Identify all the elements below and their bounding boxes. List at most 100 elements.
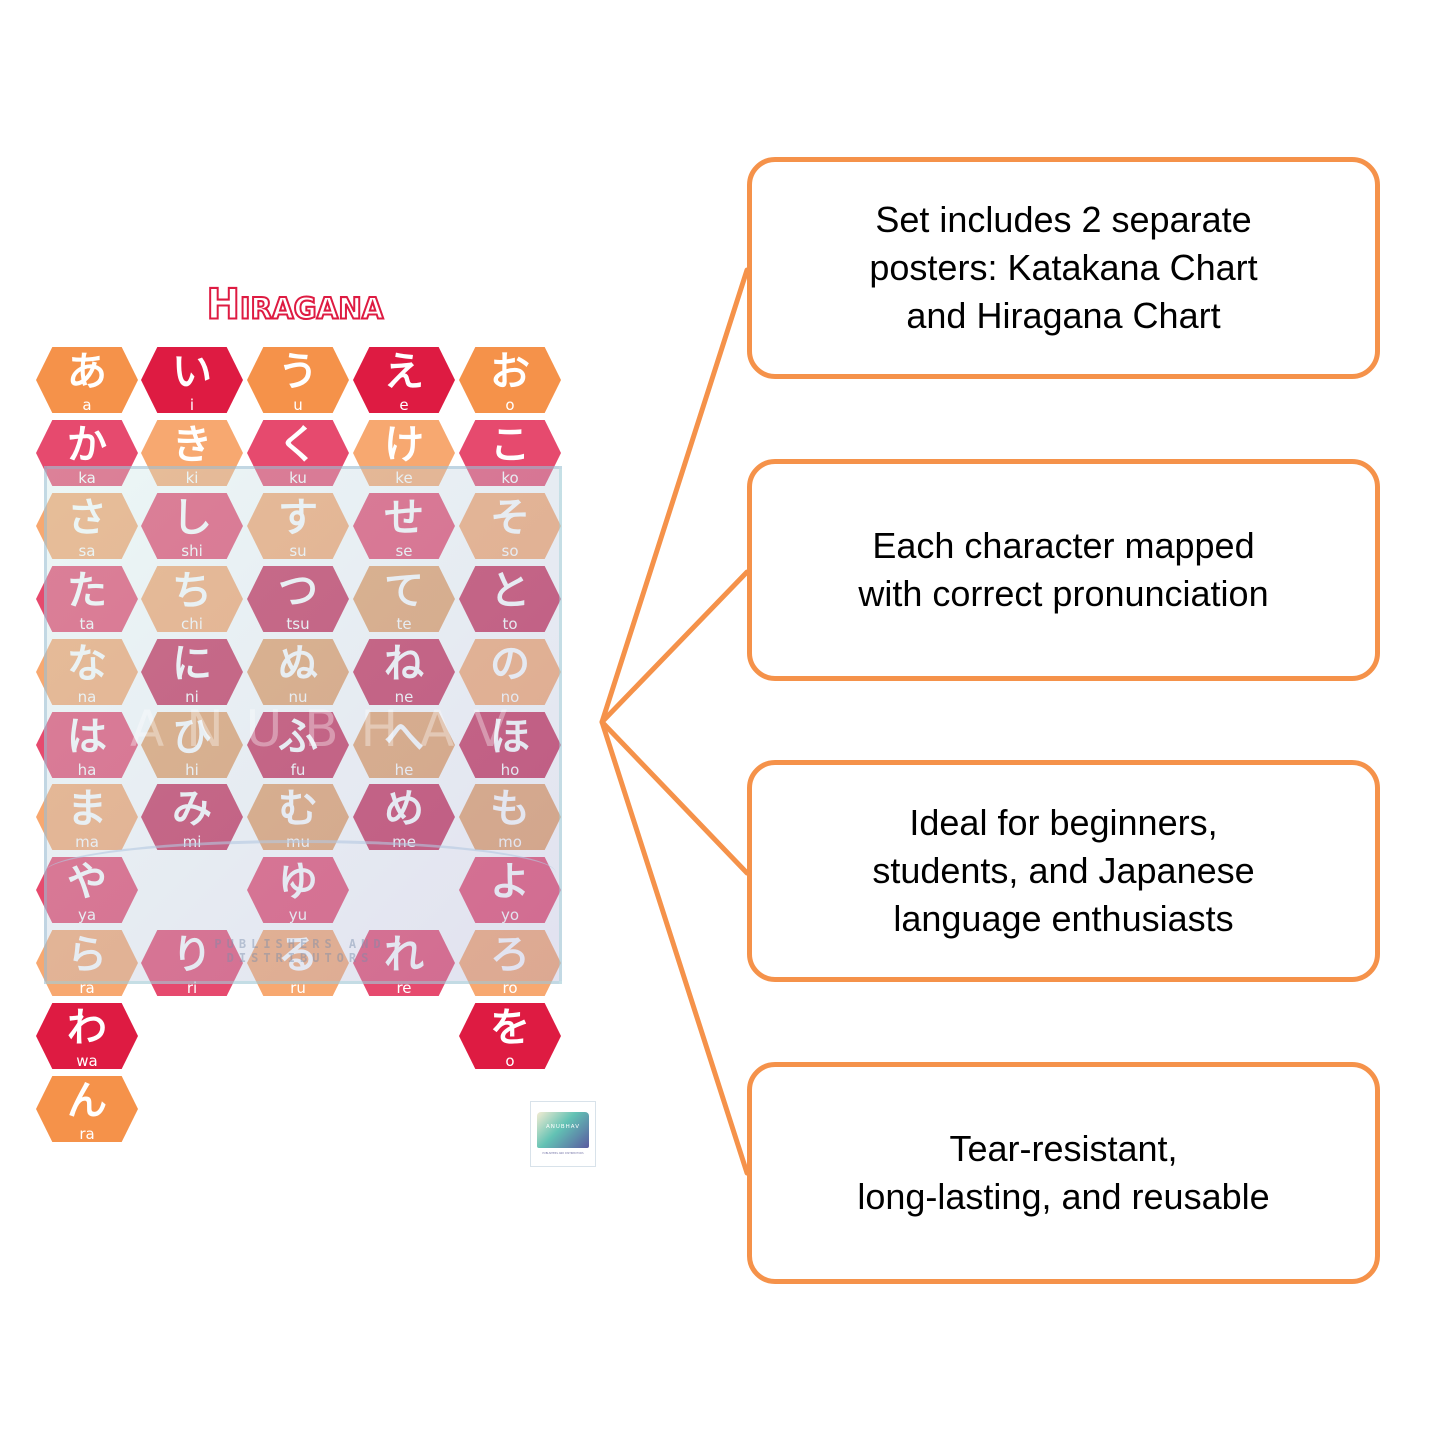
romaji-label: a — [82, 396, 92, 414]
romaji-label: yu — [288, 906, 308, 924]
kana-character: つ — [278, 568, 318, 614]
kana-character: て — [384, 568, 424, 614]
romaji-label: ka — [78, 469, 96, 487]
romaji-label: ku — [289, 469, 307, 487]
romaji-label: o — [505, 396, 515, 414]
feature-text: Set includes 2 separate posters: Katakan… — [869, 199, 1258, 336]
romaji-label: sa — [78, 542, 96, 560]
kana-character: い — [172, 349, 212, 395]
connector-line-pronunciation — [599, 569, 750, 725]
kana-character: さ — [67, 495, 107, 541]
kana-character: よ — [490, 859, 530, 905]
logo-text: ANUBHAV — [546, 1124, 580, 1130]
romaji-label: ne — [394, 688, 414, 706]
romaji-label: ke — [395, 469, 413, 487]
kana-character: む — [278, 786, 318, 832]
romaji-label: ko — [501, 469, 519, 487]
kana-character: ろ — [490, 932, 530, 978]
romaji-label: ni — [185, 688, 199, 706]
kana-character: の — [490, 641, 530, 687]
kana-character: た — [67, 568, 107, 614]
kana-character: り — [172, 932, 212, 978]
romaji-label: to — [502, 615, 518, 633]
kana-character: ち — [172, 568, 212, 614]
romaji-label: ri — [186, 979, 198, 997]
kana-character: と — [490, 568, 530, 614]
romaji-label: hi — [185, 761, 199, 779]
romaji-label: ya — [77, 906, 97, 924]
kana-character: ふ — [278, 714, 318, 760]
romaji-label: me — [392, 833, 416, 851]
kana-character: く — [278, 422, 318, 468]
romaji-label: wa — [76, 1052, 98, 1070]
kana-character: ん — [67, 1078, 107, 1124]
romaji-label: mu — [285, 833, 311, 851]
romaji-label: ro — [502, 979, 518, 997]
romaji-label: ho — [500, 761, 520, 779]
romaji-label: no — [500, 688, 520, 706]
romaji-label: so — [501, 542, 519, 560]
romaji-label: u — [293, 396, 303, 414]
romaji-label: ma — [75, 833, 99, 851]
connector-line-audience — [599, 719, 750, 876]
romaji-label: mo — [498, 833, 522, 851]
kana-character: ぬ — [278, 641, 318, 687]
romaji-label: se — [395, 542, 413, 560]
kana-character: ね — [384, 641, 424, 687]
romaji-label: ra — [79, 1125, 95, 1143]
kana-character: も — [490, 786, 530, 832]
romaji-label: ru — [290, 979, 306, 997]
kana-character: み — [172, 786, 212, 832]
romaji-label: su — [289, 542, 307, 560]
feature-box-posters: Set includes 2 separate posters: Katakan… — [747, 157, 1380, 379]
kana-character: え — [384, 349, 424, 395]
romaji-label: ta — [79, 615, 95, 633]
kana-character: け — [384, 422, 424, 468]
romaji-label: tsu — [286, 615, 310, 633]
poster-title: Hiragana — [206, 280, 385, 330]
kana-character: お — [490, 349, 530, 395]
kana-character: は — [67, 714, 107, 760]
romaji-label: chi — [181, 615, 203, 633]
kana-character: る — [278, 932, 318, 978]
logo-subtitle: PUBLISHERS AND DISTRIBUTORS — [542, 1152, 584, 1155]
kana-character: せ — [384, 495, 424, 541]
romaji-label: mi — [182, 833, 202, 851]
feature-box-durability: Tear-resistant, long-lasting, and reusab… — [747, 1062, 1380, 1284]
kana-character: か — [67, 422, 107, 468]
kana-character: や — [67, 859, 107, 905]
connector-line-durability — [599, 719, 750, 1176]
kana-character: し — [172, 495, 212, 541]
publisher-logo: ANUBHAV PUBLISHERS AND DISTRIBUTORS — [530, 1101, 596, 1167]
romaji-label: ha — [77, 761, 97, 779]
